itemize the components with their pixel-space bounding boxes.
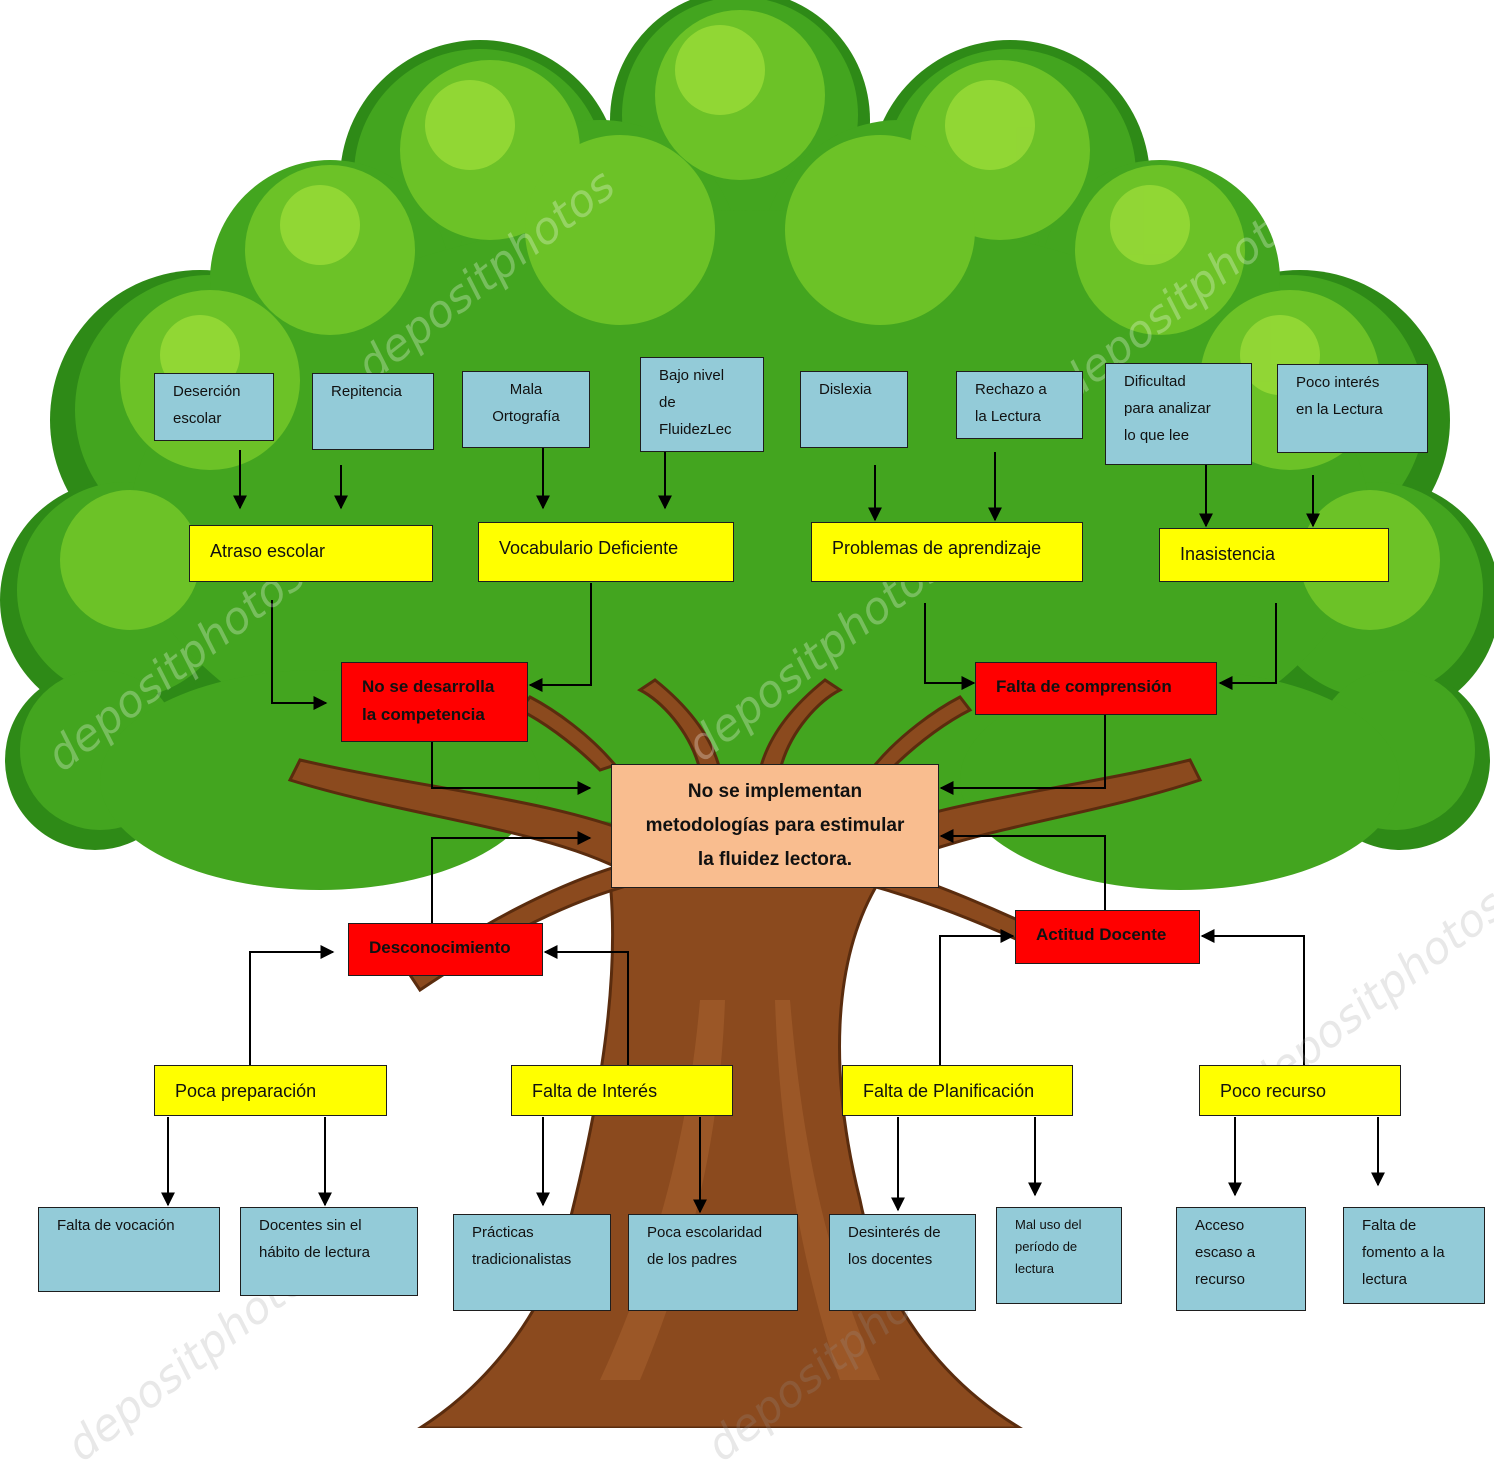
effect-box: Rechazo a la Lectura	[956, 371, 1083, 439]
effect-text: Rechazo a la Lectura	[975, 381, 1047, 425]
cause-box: Atraso escolar	[189, 525, 433, 582]
cause-box: Falta de Planificación	[842, 1065, 1073, 1116]
cause-text: Falta de Planificación	[863, 1081, 1035, 1101]
root-cause-box: Desinterés de los docentes	[829, 1214, 976, 1311]
root-cause-text: Acceso escaso a recurso	[1195, 1217, 1256, 1288]
key-node-text: No se desarrolla la competencia	[362, 677, 495, 724]
key-node-box: No se desarrolla la competencia	[341, 662, 528, 742]
connector-lines	[161, 448, 1385, 1214]
root-cause-text: Prácticas tradicionalistas	[472, 1224, 572, 1268]
key-node-text: Falta de comprensión	[996, 677, 1172, 696]
key-node-box: Desconocimiento	[348, 923, 543, 976]
effect-box: Poco interés en la Lectura	[1277, 364, 1428, 453]
cause-box: Inasistencia	[1159, 528, 1389, 582]
effect-text: Poco interés en la Lectura	[1296, 374, 1383, 418]
root-cause-box: Docentes sin el hábito de lectura	[240, 1207, 418, 1296]
effect-text: Mala Ortografía	[492, 381, 560, 425]
cause-box: Problemas de aprendizaje	[811, 522, 1083, 582]
root-cause-box: Poca escolaridad de los padres	[628, 1214, 798, 1311]
cause-box: Vocabulario Deficiente	[478, 522, 734, 582]
root-cause-box: Acceso escaso a recurso	[1176, 1207, 1306, 1311]
key-node-box: Falta de comprensión	[975, 662, 1217, 715]
root-cause-box: Mal uso del período de lectura	[996, 1207, 1122, 1304]
core-problem-box: No se implementan metodologías para esti…	[611, 764, 939, 888]
effect-box: Repitencia	[312, 373, 434, 450]
effect-box: Bajo nivel de FluidezLec	[640, 357, 764, 452]
root-cause-text: Desinterés de los docentes	[848, 1224, 941, 1268]
effect-box: Mala Ortografía	[462, 371, 590, 448]
cause-text: Inasistencia	[1180, 544, 1276, 564]
cause-text: Problemas de aprendizaje	[832, 538, 1042, 558]
effect-box: Deserción escolar	[154, 373, 274, 441]
effect-box: Dislexia	[800, 371, 908, 448]
root-cause-text: Mal uso del período de lectura	[1015, 1217, 1082, 1276]
cause-text: Poca preparación	[175, 1081, 317, 1101]
cause-box: Falta de Interés	[511, 1065, 733, 1116]
key-node-box: Actitud Docente	[1015, 910, 1200, 964]
root-cause-box: Falta de fomento a la lectura	[1343, 1207, 1485, 1304]
core-problem-text: No se implementan metodologías para esti…	[645, 781, 905, 870]
root-cause-box: Prácticas tradicionalistas	[453, 1214, 611, 1311]
effect-text: Repitencia	[331, 383, 402, 400]
key-node-text: Desconocimiento	[369, 938, 511, 957]
cause-text: Falta de Interés	[532, 1081, 658, 1101]
root-cause-text: Falta de vocación	[57, 1217, 175, 1234]
root-cause-text: Falta de fomento a la lectura	[1362, 1217, 1445, 1288]
cause-box: Poco recurso	[1199, 1065, 1401, 1116]
root-cause-text: Docentes sin el hábito de lectura	[259, 1217, 370, 1261]
cause-text: Atraso escolar	[210, 541, 326, 561]
effect-text: Bajo nivel de FluidezLec	[659, 367, 732, 438]
effect-text: Deserción escolar	[173, 383, 241, 427]
root-cause-box: Falta de vocación	[38, 1207, 220, 1292]
key-node-text: Actitud Docente	[1036, 925, 1167, 944]
effect-text: Dislexia	[819, 381, 872, 398]
effect-text: Dificultad para analizar lo que lee	[1124, 373, 1211, 444]
cause-text: Poco recurso	[1220, 1081, 1327, 1101]
root-cause-text: Poca escolaridad de los padres	[647, 1224, 763, 1268]
cause-text: Vocabulario Deficiente	[499, 538, 679, 558]
cause-box: Poca preparación	[154, 1065, 387, 1116]
effect-box: Dificultad para analizar lo que lee	[1105, 363, 1252, 465]
